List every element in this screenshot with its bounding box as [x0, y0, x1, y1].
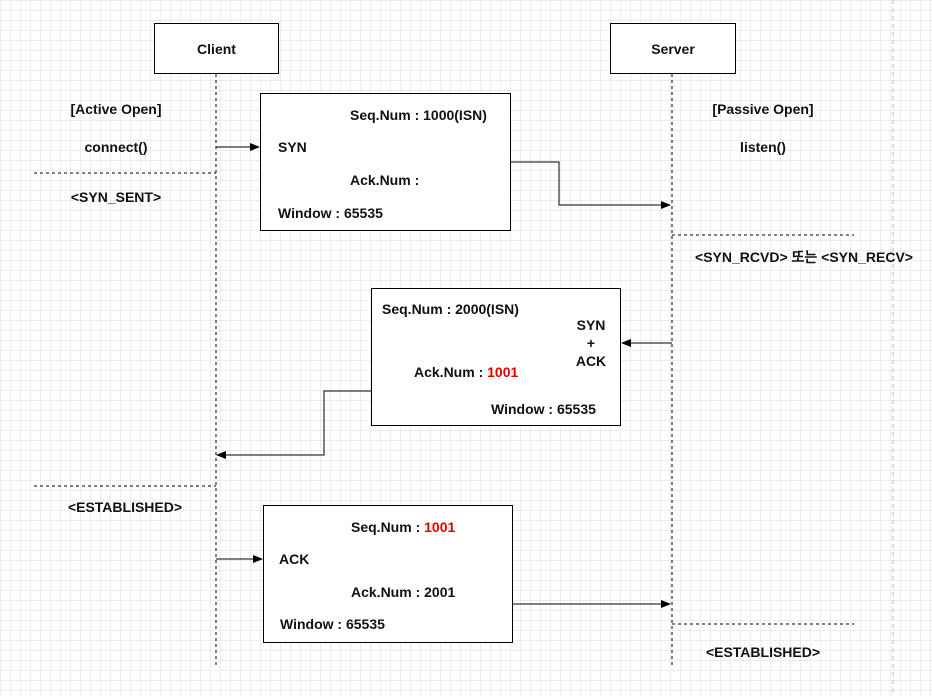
- syn-flag: SYN: [278, 139, 307, 155]
- syn-arrow-out: [510, 161, 671, 209]
- ack-num-value: 1001: [487, 364, 519, 380]
- ack-num-label: Ack.Num :: [414, 364, 488, 380]
- synack-flag-ack: ACK: [575, 353, 607, 369]
- synack-window: Window : 65535: [491, 401, 596, 417]
- synack-ack-num: Ack.Num : 1001: [414, 364, 518, 380]
- synack-flag-syn: SYN: [576, 317, 606, 333]
- client-participant: Client: [154, 23, 279, 74]
- seq-num-label: Seq.Num :: [351, 519, 425, 535]
- ack-ack-num: Ack.Num : 2001: [351, 584, 455, 600]
- passive-open-label: [Passive Open]: [712, 101, 814, 117]
- ack-seq-num: Seq.Num : 1001: [351, 519, 455, 535]
- synack-arrow-out: [216, 390, 371, 459]
- listen-call: listen(): [740, 139, 786, 155]
- syn-window: Window : 65535: [278, 205, 383, 221]
- ack-num-value: 2001: [424, 584, 456, 600]
- ack-flag: ACK: [279, 551, 310, 567]
- active-open-label: [Active Open]: [70, 101, 162, 117]
- syn-sent-state: <SYN_SENT>: [70, 189, 162, 205]
- seq-num-label: Seq.Num :: [350, 107, 424, 123]
- server-established-state: <ESTABLISHED>: [705, 644, 821, 660]
- synack-flag-plus: +: [586, 335, 596, 351]
- syn-segment-box: [260, 93, 511, 231]
- seq-num-value: 1001: [424, 519, 456, 535]
- ack-num-label: Ack.Num :: [350, 172, 420, 188]
- seq-num-value: 2000(ISN): [455, 301, 519, 317]
- server-participant: Server: [610, 23, 736, 74]
- syn-ack-num: Ack.Num :: [350, 172, 419, 188]
- synack-segment-box: [371, 288, 621, 426]
- seq-num-value: 1000(ISN): [423, 107, 487, 123]
- synack-seq-num: Seq.Num : 2000(ISN): [382, 301, 519, 317]
- ack-num-label: Ack.Num :: [351, 584, 425, 600]
- client-label: Client: [197, 41, 236, 57]
- ack-segment-box: [263, 505, 513, 643]
- ack-window: Window : 65535: [280, 616, 385, 632]
- seq-num-label: Seq.Num :: [382, 301, 456, 317]
- syn-seq-num: Seq.Num : 1000(ISN): [350, 107, 487, 123]
- connect-call: connect(): [84, 139, 148, 155]
- client-established-state: <ESTABLISHED>: [67, 499, 183, 515]
- syn-rcvd-state: <SYN_RCVD> 또는 <SYN_RECV>: [695, 249, 913, 265]
- server-label: Server: [651, 41, 695, 57]
